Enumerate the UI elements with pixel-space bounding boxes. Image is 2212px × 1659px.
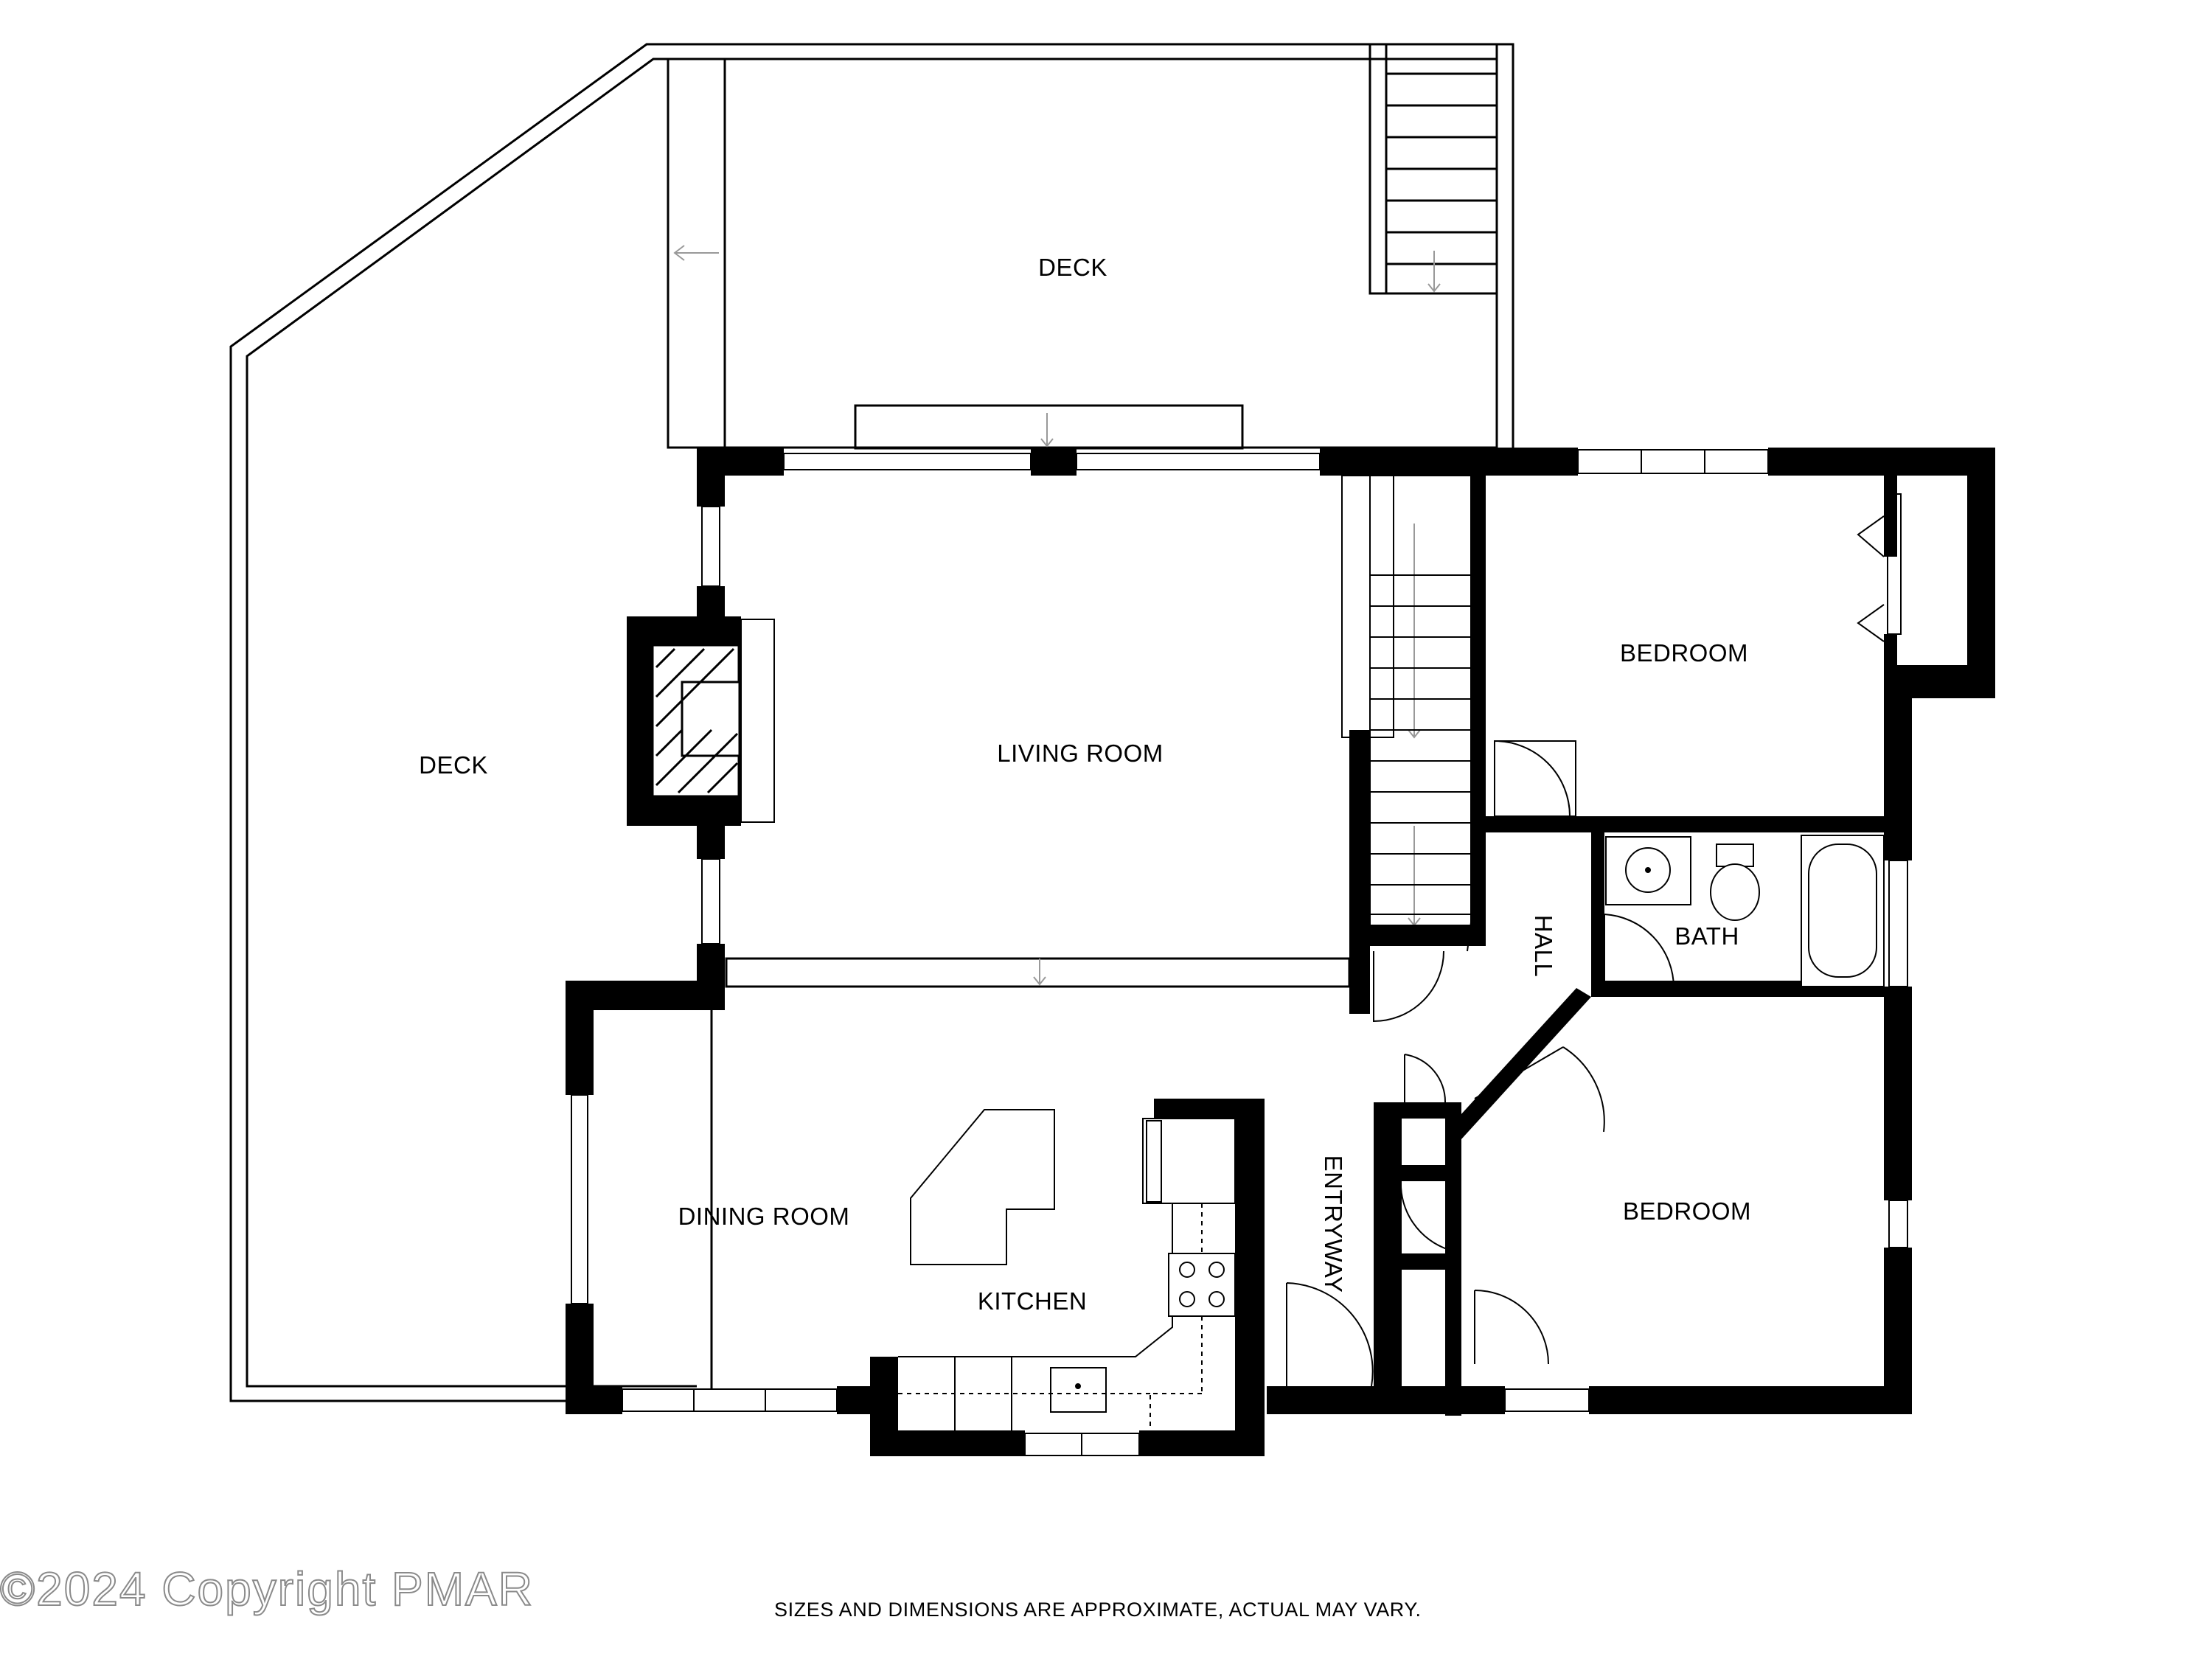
counter-dashes xyxy=(898,1203,1203,1430)
copyright-watermark: ©2024 Copyright PMAR xyxy=(0,1562,534,1616)
living-room-label: LIVING ROOM xyxy=(997,740,1164,767)
deck-top-label: DECK xyxy=(1038,254,1107,281)
flow-arrows xyxy=(673,245,1441,986)
walls xyxy=(566,448,1995,1456)
bath-fixtures xyxy=(1605,835,1885,987)
interior-stairs xyxy=(1341,475,1472,926)
bedroom-bottom-label: BEDROOM xyxy=(1622,1197,1752,1225)
doors xyxy=(1286,493,1902,1387)
bedroom-top-label: BEDROOM xyxy=(1619,639,1749,667)
bath-label: BATH xyxy=(1674,922,1739,950)
kitchen-label: KITCHEN xyxy=(977,1287,1088,1315)
kitchen-fixtures xyxy=(898,1109,1236,1430)
windows xyxy=(571,449,1908,1456)
disclaimer-text: SIZES AND DIMENSIONS ARE APPROXIMATE, AC… xyxy=(774,1599,1422,1621)
deck-left-label: DECK xyxy=(419,751,488,779)
dining-room-label: DINING ROOM xyxy=(678,1203,850,1230)
fireplace xyxy=(651,619,775,823)
entryway-label: ENTRYWAY xyxy=(1320,1155,1347,1293)
hall-label: HALL xyxy=(1530,914,1557,978)
deck-outlines xyxy=(229,43,1514,1402)
